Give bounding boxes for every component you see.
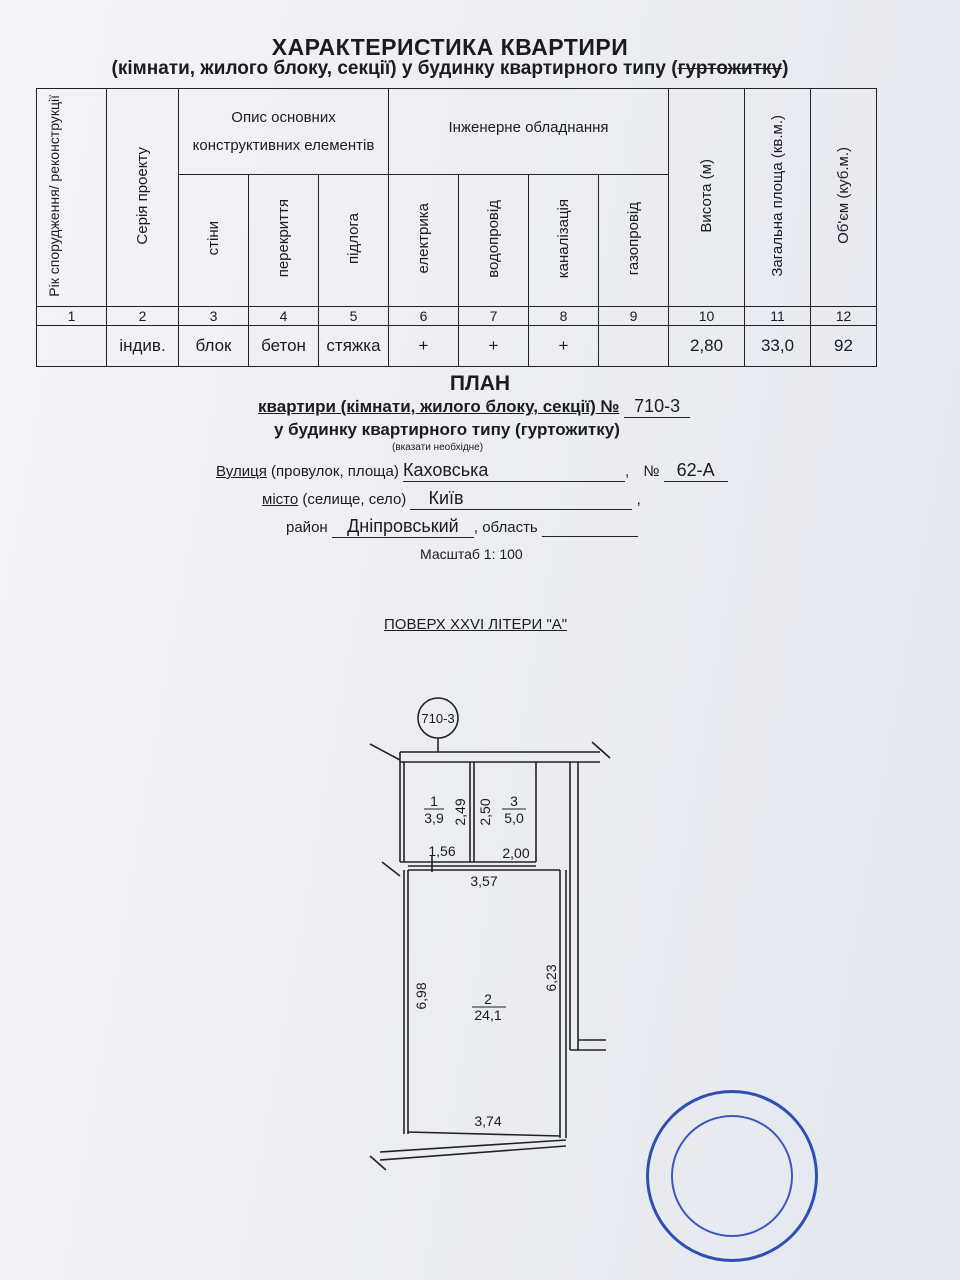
header-series: Серія проекту [106, 88, 179, 307]
room3-area: 5,0 [504, 810, 524, 826]
subtitle-struck: гуртожитку [677, 58, 783, 79]
header-engineering-group: Інженерне обладнання [387, 88, 670, 175]
header-area: Загальна площа (кв.м.) [744, 88, 812, 307]
building-number-value: 62-А [663, 460, 728, 482]
room2-area: 24,1 [474, 1007, 501, 1023]
district-value: Дніпровський [331, 516, 474, 538]
official-stamp-inner-ring [671, 1115, 793, 1237]
street-row: Вулиця (провулок, площа) Каховська, № 62… [216, 460, 728, 482]
header-volume: Об'єм (куб.м.) [810, 88, 878, 307]
header-water: водопровід [458, 174, 529, 307]
header-construct-group: Опис основних конструктивних елементів [178, 88, 389, 175]
document-subtitle: (кімнати, жилого блоку, секції) у будинк… [0, 58, 900, 80]
dim-2-00: 2,00 [502, 845, 529, 861]
bubble-label: 710-3 [421, 711, 454, 726]
header-sewer: каналізація [528, 174, 599, 307]
room1-area: 3,9 [424, 810, 444, 826]
district-row: район Дніпровський, область [286, 516, 638, 538]
city-value: Київ [410, 488, 633, 510]
dim-6-23: 6,23 [543, 964, 559, 991]
document-title: ХАРАКТЕРИСТИКА КВАРТИРИ [271, 34, 629, 60]
city-row: місто (селище, село) Київ , [262, 488, 641, 510]
dim-2-49: 2,49 [452, 798, 468, 825]
room3-number: 3 [510, 793, 518, 809]
header-electric: електрика [388, 174, 459, 307]
room1-number: 1 [430, 793, 438, 809]
floor-label: ПОВЕРХ XXVI ЛІТЕРИ "А" [384, 616, 568, 633]
header-floor: підлога [318, 174, 389, 307]
header-height: Висота (м) [668, 88, 746, 307]
dim-3-57: 3,57 [470, 873, 497, 889]
floor-plan-drawing: 710-3 1 3,9 3 5,0 2,49 2,50 1,56 2,00 3,… [369, 697, 611, 1171]
header-gas: газопровід [597, 174, 670, 307]
plan-line1: квартири (кімнати, жилого блоку, секції)… [258, 396, 691, 418]
official-stamp [646, 1090, 818, 1262]
header-walls: стіни [178, 174, 249, 307]
street-value: Каховська [403, 460, 626, 482]
scale-label: Масштаб 1: 100 [420, 546, 523, 562]
apartment-number-value: 710-3 [624, 396, 691, 418]
apartment-characteristics-table: Рік спорудження/ реконструкції Серія про… [36, 88, 878, 367]
dim-6-98: 6,98 [413, 982, 429, 1009]
subtitle-main: (кімнати, жилого блоку, секції) у будинк… [111, 58, 678, 79]
plan-line2: у будинку квартирного типу (гуртожитку) [274, 420, 620, 439]
dim-3-74: 3,74 [474, 1113, 501, 1129]
header-slab: перекриття [248, 174, 319, 307]
plan-title: ПЛАН [449, 372, 511, 395]
subtitle-end: ) [782, 58, 789, 79]
plan-hint: (вказати необхідне) [392, 442, 484, 453]
room2-number: 2 [484, 991, 492, 1007]
header-year: Рік спорудження/ реконструкції [36, 88, 107, 307]
dim-2-50: 2,50 [477, 798, 493, 825]
dim-1-56: 1,56 [428, 843, 455, 859]
